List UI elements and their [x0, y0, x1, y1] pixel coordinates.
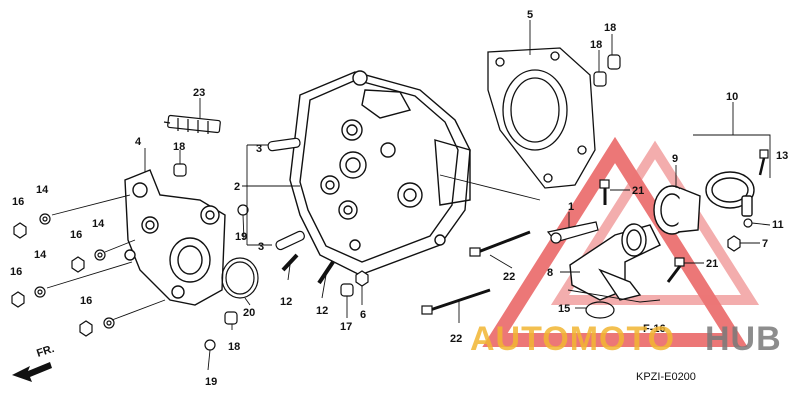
callout-21a: 21 [632, 185, 644, 197]
spark-plug [163, 114, 221, 134]
callout-10: 10 [726, 91, 738, 103]
callout-19a: 19 [235, 231, 247, 243]
callout-22a: 22 [503, 271, 515, 283]
callout-19b: 19 [205, 376, 217, 388]
callout-22b: 22 [450, 333, 462, 345]
callout-14a: 14 [36, 184, 49, 196]
head-gasket [487, 47, 596, 189]
callout-16b: 16 [70, 229, 82, 241]
callout-20: 20 [243, 307, 255, 319]
callout-6: 6 [360, 309, 366, 321]
front-direction-label: FR. [35, 343, 56, 360]
watermark-part2: HUB [705, 320, 782, 358]
callout-18a: 18 [604, 22, 616, 34]
cylinder-head [289, 70, 471, 276]
camshaft-holder [124, 169, 226, 306]
callout-3b: 3 [258, 241, 264, 253]
callout-13: 13 [776, 150, 788, 162]
watermark-part1: AUTOMOTO [470, 320, 675, 358]
callout-7: 7 [762, 238, 768, 250]
callout-23: 23 [193, 87, 205, 99]
callout-4: 4 [135, 136, 142, 148]
callout-21b: 21 [706, 258, 718, 270]
callout-16a: 16 [12, 196, 24, 208]
dowel-pins [173, 54, 621, 325]
watermark-triangle [482, 136, 760, 347]
watermark-text: AUTOMOTO HUB [470, 320, 782, 358]
callout-5: 5 [527, 9, 533, 21]
callout-18d: 18 [228, 341, 240, 353]
callout-9: 9 [672, 153, 678, 165]
callout-15: 15 [558, 303, 570, 315]
callout-14b: 14 [92, 218, 105, 230]
callout-16d: 16 [80, 295, 92, 307]
callout-8: 8 [547, 267, 553, 279]
callout-14c: 14 [34, 249, 47, 261]
intake-pipe [569, 223, 661, 301]
front-direction-arrow: FR. [12, 343, 56, 382]
insulator [653, 185, 701, 235]
callout-3a: 3 [256, 143, 262, 155]
callout-12a: 12 [280, 296, 292, 308]
callout-18c: 18 [173, 141, 185, 153]
callout-18b: 18 [590, 39, 602, 51]
callout-12b: 12 [316, 305, 328, 317]
fasteners [11, 137, 769, 351]
callout-17: 17 [340, 321, 352, 333]
leader-lines [46, 20, 771, 371]
callout-numbers: 1 2 3 3 4 5 6 7 8 9 10 11 12 12 13 14 14… [10, 9, 788, 388]
callout-11: 11 [772, 219, 784, 231]
diagram-code: KPZI-E0200 [636, 371, 696, 383]
callout-2: 2 [234, 181, 240, 193]
section-reference-label: F-16 [643, 323, 666, 335]
callout-1: 1 [568, 201, 574, 213]
clamp-band [705, 171, 755, 217]
callout-16c: 16 [10, 266, 22, 278]
